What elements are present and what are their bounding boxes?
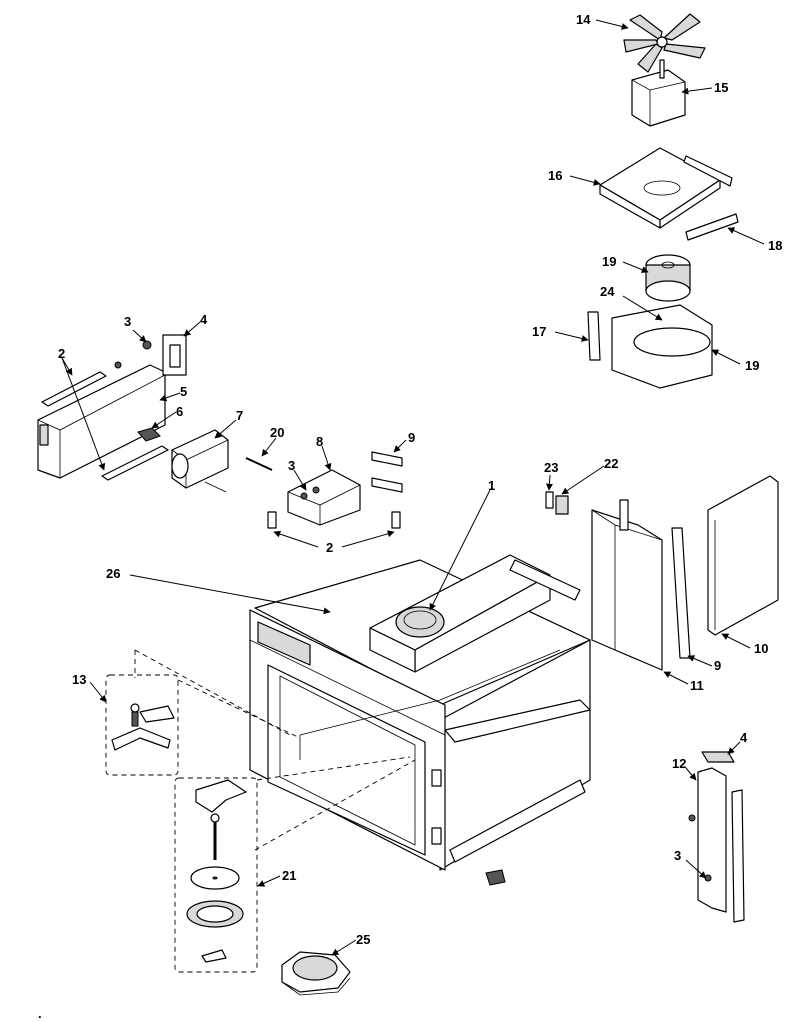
label-5: 5 xyxy=(180,384,187,399)
dashed-guide-lines xyxy=(134,649,416,851)
label-26: 26 xyxy=(106,566,120,581)
label-21: 19 xyxy=(745,358,759,373)
fan-motor xyxy=(631,59,686,127)
label-4-top: 4 xyxy=(200,312,208,327)
label-25: 24 xyxy=(600,284,615,299)
stirrer-assembly-15 xyxy=(105,674,179,776)
label-22: 20 xyxy=(270,425,284,440)
leader-lines xyxy=(61,19,765,956)
label-23: 22 xyxy=(604,456,618,471)
blower-wheel xyxy=(645,254,691,302)
label-20: 19 xyxy=(602,254,616,269)
label-2-left: 2 xyxy=(58,346,65,361)
footer-mark: . xyxy=(38,1006,42,1021)
label-6: 6 xyxy=(176,404,183,419)
label-13: 25 xyxy=(356,932,370,947)
label-8: 8 xyxy=(316,434,323,449)
label-17: 15 xyxy=(714,80,728,95)
pin-22 xyxy=(245,457,273,471)
label-19-left: 17 xyxy=(532,324,546,339)
fan-motor-stack xyxy=(587,13,739,389)
label-1: 1 xyxy=(488,478,495,493)
label-7: 7 xyxy=(236,408,243,423)
label-4-right: 4 xyxy=(740,730,748,745)
waveguide-assembly xyxy=(369,554,581,673)
label-11: 11 xyxy=(690,678,704,693)
transformer xyxy=(171,429,229,493)
stirrer-motor-13 xyxy=(281,951,351,996)
label-9-top: 9 xyxy=(408,430,415,445)
label-12: 12 xyxy=(672,756,686,771)
label-3-mid: 3 xyxy=(288,458,295,473)
label-3-top: 3 xyxy=(124,314,131,329)
label-2-mid: 2 xyxy=(326,540,333,555)
label-3-right: 3 xyxy=(674,848,681,863)
part-labels: 14 15 16 18 19 24 17 19 3 4 2 5 6 7 20 8… xyxy=(38,12,782,1021)
left-bracket-group xyxy=(37,334,187,481)
stirrer-assembly-14 xyxy=(174,777,258,973)
blower-housing xyxy=(611,304,713,389)
label-14: 21 xyxy=(282,868,296,883)
label-24: 23 xyxy=(544,460,558,475)
label-19-top: 18 xyxy=(768,238,782,253)
right-panel-group xyxy=(545,475,779,671)
label-10: 10 xyxy=(754,641,768,656)
label-9-right: 9 xyxy=(714,658,721,673)
label-15: 13 xyxy=(72,672,86,687)
motor-plate xyxy=(599,147,739,241)
fan-blade xyxy=(623,13,706,73)
label-18: 16 xyxy=(548,168,562,183)
label-16: 14 xyxy=(576,12,591,27)
hinge-bracket-12 xyxy=(688,751,745,923)
